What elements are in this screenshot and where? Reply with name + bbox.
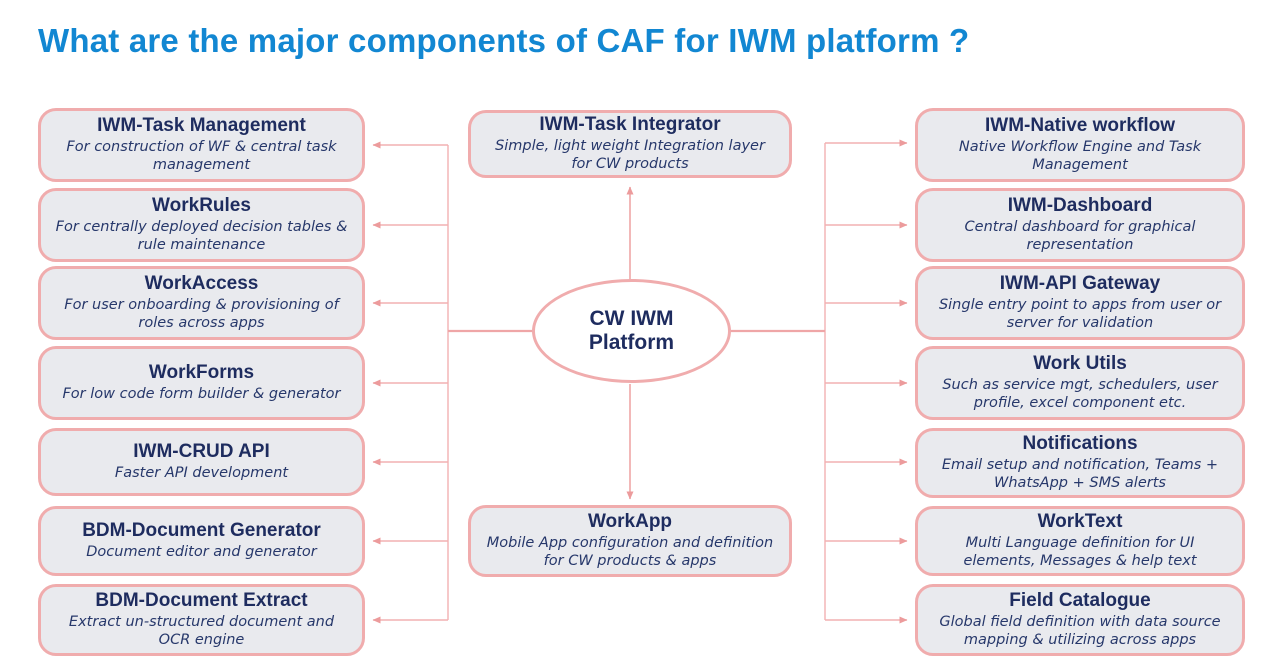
box-iwm-task-management: IWM-Task Management For construction of … <box>38 108 365 182</box>
hub-cw-iwm-platform: CW IWM Platform <box>532 279 731 383</box>
hub-title-line2: Platform <box>588 331 675 354</box>
box-notifications: Notifications Email setup and notificati… <box>915 428 1245 498</box>
box-subtitle: Faster API development <box>114 465 289 482</box>
box-title: WorkRules <box>152 195 251 217</box>
box-title: BDM-Document Extract <box>95 590 308 612</box>
box-title: IWM-Dashboard <box>1007 195 1153 217</box>
box-title: WorkText <box>1037 511 1123 533</box>
box-work-utils: Work Utils Such as service mgt, schedule… <box>915 346 1245 420</box>
box-iwm-dashboard: IWM-Dashboard Central dashboard for grap… <box>915 188 1245 262</box>
box-title: IWM-Native workflow <box>984 115 1175 137</box>
box-title: BDM-Document Generator <box>82 520 321 542</box>
box-title: IWM-Task Management <box>97 115 306 137</box>
box-iwm-task-integrator: IWM-Task Integrator Simple, light weight… <box>468 110 792 178</box>
box-title: Field Catalogue <box>1009 590 1151 612</box>
box-title: Work Utils <box>1033 353 1127 375</box>
box-workaccess: WorkAccess For user onboarding & provisi… <box>38 266 365 340</box>
box-title: Notifications <box>1022 433 1138 455</box>
box-subtitle: Email setup and notification, Teams + Wh… <box>941 457 1219 491</box>
box-subtitle: Global field definition with data source… <box>939 614 1221 648</box>
box-iwm-native-workflow: IWM-Native workflow Native Workflow Engi… <box>915 108 1245 182</box>
box-field-catalogue: Field Catalogue Global field definition … <box>915 584 1245 656</box>
box-title: WorkForms <box>148 362 255 384</box>
hub-title-line1: CW IWM <box>589 306 674 330</box>
box-subtitle: Central dashboard for graphical represen… <box>964 219 1196 253</box>
box-title: WorkAccess <box>144 273 259 295</box>
box-subtitle: Such as service mgt, schedulers, user pr… <box>942 377 1218 411</box>
box-workforms: WorkForms For low code form builder & ge… <box>38 346 365 420</box>
box-subtitle: Single entry point to apps from user or … <box>938 297 1222 331</box>
box-subtitle: Mobile App configuration and definition … <box>486 535 774 569</box>
page-title: What are the major components of CAF for… <box>38 22 970 59</box>
box-iwm-api-gateway: IWM-API Gateway Single entry point to ap… <box>915 266 1245 340</box>
box-bdm-document-extract: BDM-Document Extract Extract un-structur… <box>38 584 365 656</box>
box-subtitle: For user onboarding & provisioning of ro… <box>64 297 339 331</box>
box-iwm-crud-api: IWM-CRUD API Faster API development <box>38 428 365 496</box>
box-bdm-document-generator: BDM-Document Generator Document editor a… <box>38 506 365 576</box>
box-title: IWM-Task Integrator <box>539 114 721 136</box>
box-workrules: WorkRules For centrally deployed decisio… <box>38 188 365 262</box>
box-workapp: WorkApp Mobile App configuration and def… <box>468 505 792 577</box>
box-subtitle: For low code form builder & generator <box>62 386 341 403</box>
box-subtitle: Document editor and generator <box>86 544 317 561</box>
box-title: WorkApp <box>587 511 673 533</box>
box-subtitle: For construction of WF & central task ma… <box>66 139 337 173</box>
box-subtitle: Native Workflow Engine and Task Manageme… <box>958 139 1202 173</box>
box-subtitle: Multi Language definition for UI element… <box>963 535 1197 569</box>
box-subtitle: Extract un-structured document and OCR e… <box>68 614 335 648</box>
box-subtitle: Simple, light weight Integration layer f… <box>495 138 765 172</box>
box-title: IWM-CRUD API <box>133 441 270 463</box>
box-subtitle: For centrally deployed decision tables &… <box>55 219 348 253</box>
box-title: IWM-API Gateway <box>999 273 1161 295</box>
box-worktext: WorkText Multi Language definition for U… <box>915 506 1245 576</box>
